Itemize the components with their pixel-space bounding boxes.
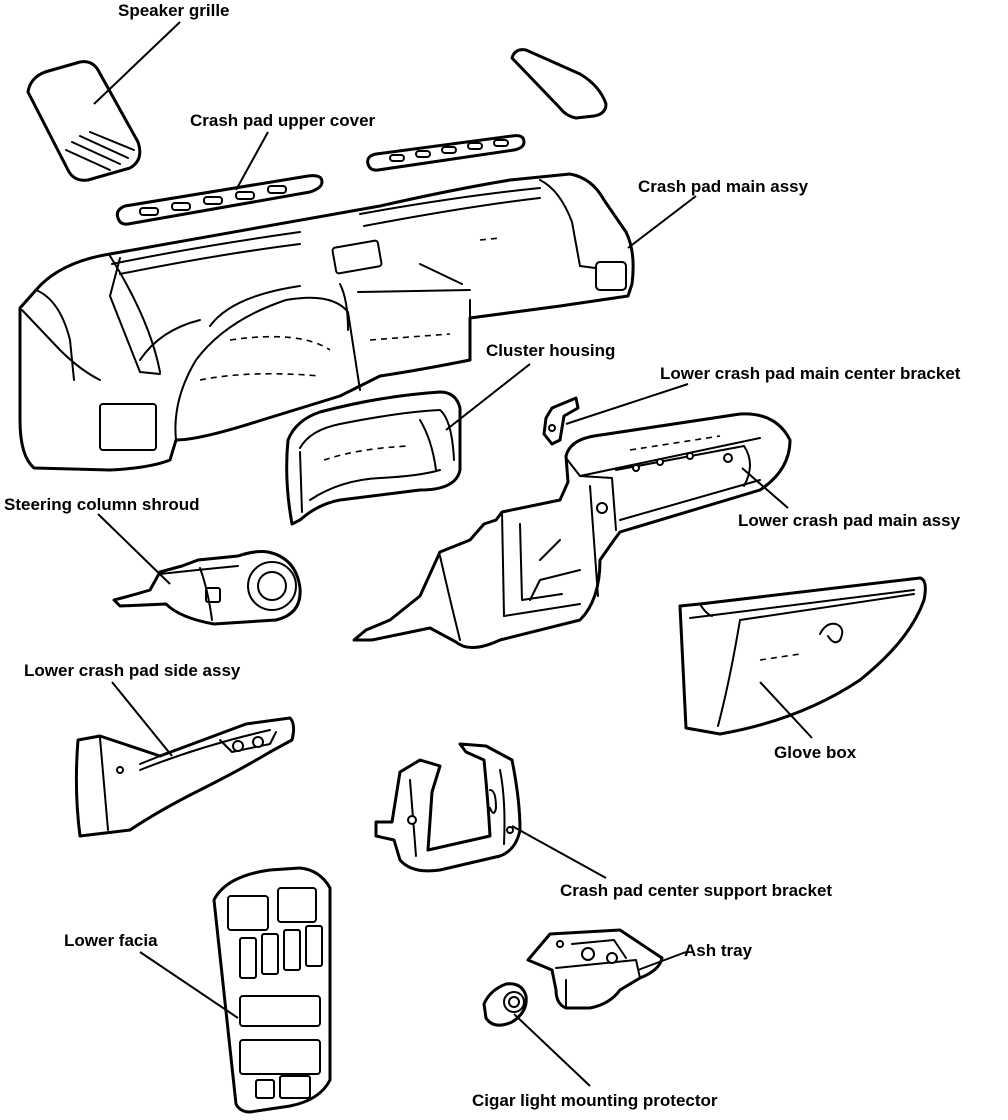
leader-cluster-housing [445, 363, 531, 431]
glove-box [678, 576, 927, 736]
lower-crash-pad-main-center-bracket [542, 396, 580, 446]
label-lower-crash-pad-main-assy: Lower crash pad main assy [738, 511, 961, 530]
leader-lower-crash-pad-main-center-bracket [565, 383, 689, 425]
leader-crash-pad-main-assy [627, 195, 697, 249]
leader-lower-crash-pad-side-assy [111, 681, 173, 757]
label-crash-pad-main-assy: Crash pad main assy [638, 177, 809, 196]
crash-pad-upper-cover-left [115, 174, 324, 226]
leader-crash-pad-upper-cover [235, 131, 269, 191]
label-crash-pad-upper-cover: Crash pad upper cover [190, 111, 376, 130]
leader-glove-box [759, 681, 813, 739]
label-cigar-light-mounting-protector: Cigar light mounting protector [472, 1091, 718, 1110]
crash-pad-upper-cover-right [366, 134, 526, 172]
leader-crash-pad-center-support-bracket [511, 825, 607, 879]
cluster-housing [285, 390, 462, 526]
leader-ash-tray [637, 951, 687, 971]
crash-pad-center-support-bracket [374, 742, 522, 873]
leader-lines [93, 21, 813, 1087]
label-lower-facia: Lower facia [64, 931, 158, 950]
leader-steering-column-shroud [97, 513, 171, 585]
label-ash-tray: Ash tray [684, 941, 753, 960]
part-labels: Speaker grille Crash pad upper cover Cra… [4, 1, 961, 1110]
lower-crash-pad-side-assy [74, 716, 296, 838]
lower-crash-pad-main-assy [352, 412, 792, 649]
label-glove-box: Glove box [774, 743, 857, 762]
steering-column-shroud [112, 550, 302, 626]
label-steering-column-shroud: Steering column shroud [4, 495, 200, 514]
lower-facia [212, 866, 332, 1114]
label-lower-crash-pad-side-assy: Lower crash pad side assy [24, 661, 241, 680]
label-cluster-housing: Cluster housing [486, 341, 615, 360]
leader-lower-facia [139, 951, 239, 1019]
speaker-grille-left [26, 60, 142, 182]
label-lower-crash-pad-main-center-bracket: Lower crash pad main center bracket [660, 364, 961, 383]
crash-pad-main-assy [18, 172, 635, 472]
ash-tray [526, 928, 664, 1010]
label-speaker-grille: Speaker grille [118, 1, 230, 20]
label-crash-pad-center-support-bracket: Crash pad center support bracket [560, 881, 832, 900]
leader-lower-crash-pad-main-assy [741, 467, 789, 509]
leader-speaker-grille [93, 21, 181, 105]
leader-cigar-light-mounting-protector [513, 1013, 591, 1087]
speaker-grille-right [510, 48, 608, 120]
